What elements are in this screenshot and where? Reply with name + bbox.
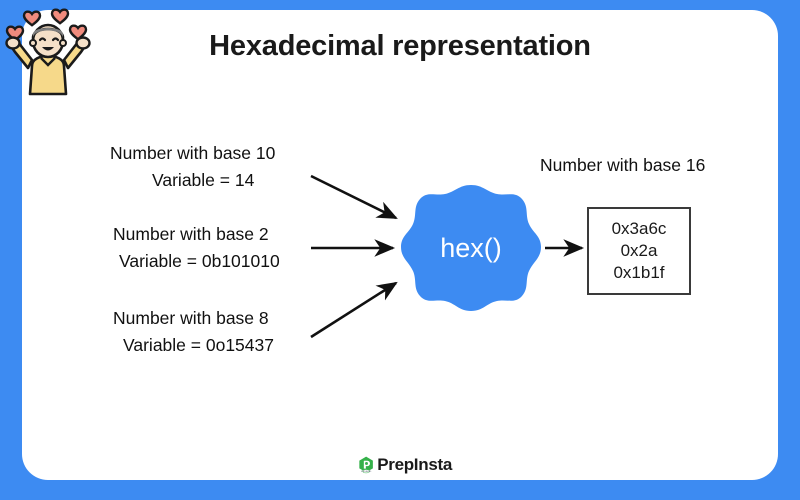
output-value: 0x1b1f	[613, 262, 665, 282]
input-base-label: Number with base 2	[113, 224, 269, 244]
prepinsta-tagline: STAY AHEAD	[361, 470, 372, 473]
input-variable-label: Variable = 0o15437	[123, 335, 274, 356]
input-group-base-10: Number with base 10 Variable = 14	[110, 140, 275, 194]
input-group-base-2: Number with base 2 Variable = 0b101010	[113, 221, 280, 275]
output-value-box: 0x3a6c 0x2a 0x1b1f	[587, 207, 691, 295]
output-value: 0x3a6c	[611, 219, 667, 239]
input-group-base-8: Number with base 8 Variable = 0o15437	[113, 305, 274, 359]
person-raising-hands-with-hearts-emoji	[5, 8, 91, 96]
page-title: Hexadecimal representation	[209, 30, 591, 62]
prepinsta-mark-icon: STAY AHEAD	[359, 456, 373, 474]
output-base-label: Number with base 16	[540, 155, 706, 175]
hex-function-blob	[401, 185, 541, 311]
input-variable-label: Variable = 0b101010	[119, 251, 280, 272]
output-value: 0x2a	[620, 241, 658, 261]
prepinsta-brand-text: PrepInsta	[377, 455, 452, 474]
input-base-label: Number with base 8	[113, 308, 269, 328]
input-variable-label: Variable = 14	[152, 170, 255, 191]
prepinsta-logo: STAY AHEAD PrepInsta	[357, 450, 452, 480]
input-base-label: Number with base 10	[110, 143, 276, 163]
